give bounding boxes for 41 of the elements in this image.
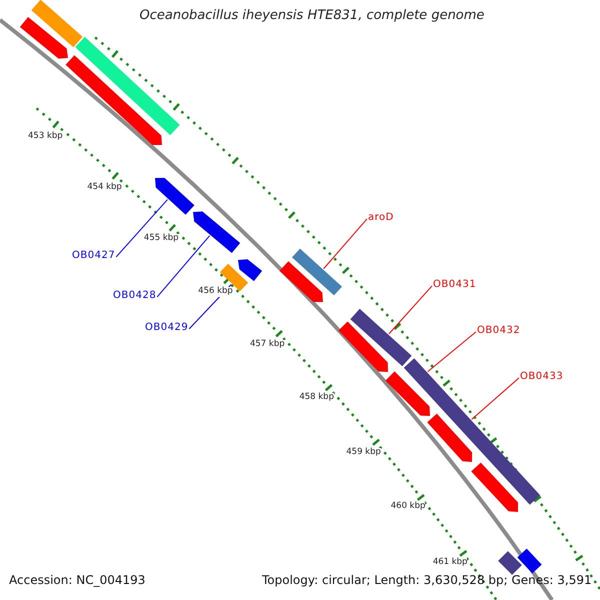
gene-label: OB0428 (113, 290, 156, 302)
tick-label: 460 kbp (390, 502, 426, 512)
gene-label: aroD (368, 212, 394, 224)
gene-label: OB0427 (72, 250, 116, 262)
gene-label: OB0431 (433, 279, 476, 290)
gene-feature (238, 259, 262, 282)
gene-feature (20, 17, 68, 59)
tick-label: 456 kbp (198, 286, 233, 297)
gene-feature (292, 248, 342, 296)
gene-label: OB0432 (477, 325, 520, 336)
gene-feature (31, 0, 83, 48)
leader-line (427, 331, 476, 372)
tick-label: 454 kbp (87, 182, 122, 193)
gene-feature (75, 36, 180, 136)
footer-text: Topology: circular; Length: 3,630,528 bp; Genes: 3,591 (262, 574, 592, 588)
gene-feature (517, 548, 542, 574)
gene-feature (427, 414, 472, 462)
gene-feature (385, 371, 430, 416)
gene-feature (280, 261, 323, 302)
gene-feature (471, 462, 518, 512)
leader-line (116, 199, 168, 258)
title: Oceanobacillus iheyensis HTE831, complete genome (140, 9, 484, 24)
tick-label: 458 kbp (299, 393, 334, 404)
gene-label: OB0433 (520, 371, 564, 382)
gene-feature (155, 178, 194, 215)
tick-label: 459 kbp (346, 448, 381, 458)
gene-feature (498, 551, 522, 575)
gene-feature (350, 308, 412, 366)
tick-label: 453 kbp (28, 132, 63, 142)
gene-label: OB0429 (145, 322, 188, 334)
leader-line (471, 377, 520, 420)
gene-feature (66, 55, 162, 145)
tick-label: 457 kbp (250, 340, 285, 350)
gene-feature (338, 322, 388, 372)
footer-text: Accession: NC_004193 (9, 574, 146, 588)
leader-line (323, 218, 368, 270)
tick-label: 461 kbp (432, 558, 468, 568)
leader-line (156, 235, 210, 298)
gene-feature (193, 212, 240, 253)
leader-line (388, 285, 432, 334)
tick-label: 455 kbp (144, 234, 179, 244)
